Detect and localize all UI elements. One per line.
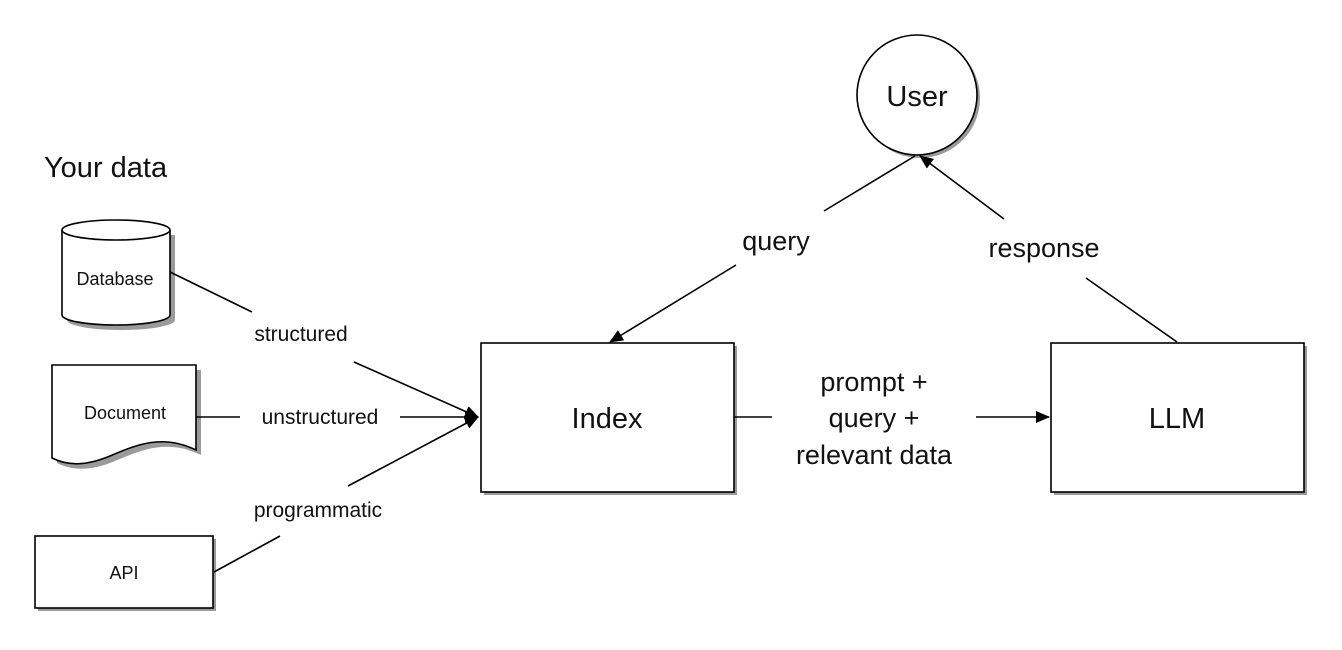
llm-node: LLM: [1050, 342, 1307, 495]
prompt-edge: prompt + query + relevant data: [734, 367, 1050, 470]
query-edge: query: [609, 155, 916, 343]
programmatic-edge: programmatic: [213, 416, 479, 573]
unstructured-edge: unstructured: [196, 406, 479, 429]
diagram-title: Your data: [44, 152, 168, 184]
document-label: Document: [84, 403, 166, 423]
structured-edge: structured: [169, 271, 479, 418]
user-label: User: [886, 81, 948, 113]
index-label: Index: [572, 403, 643, 435]
api-label: API: [109, 563, 138, 583]
response-edge: response: [919, 155, 1178, 343]
document-node: Document: [51, 364, 201, 469]
database-label: Database: [76, 269, 153, 289]
prompt-label-line-3: relevant data: [796, 440, 953, 470]
unstructured-label: unstructured: [262, 406, 379, 429]
index-node: Index: [480, 342, 737, 495]
response-label: response: [988, 233, 1099, 263]
prompt-label-line-1: prompt +: [820, 367, 927, 397]
user-node: User: [856, 34, 980, 158]
structured-label: structured: [254, 323, 347, 346]
database-node: Database: [61, 219, 175, 330]
programmatic-label: programmatic: [254, 499, 382, 522]
api-node: API: [34, 535, 216, 611]
query-label: query: [742, 226, 810, 256]
llm-label: LLM: [1149, 403, 1205, 435]
prompt-label-line-2: query +: [829, 403, 920, 433]
